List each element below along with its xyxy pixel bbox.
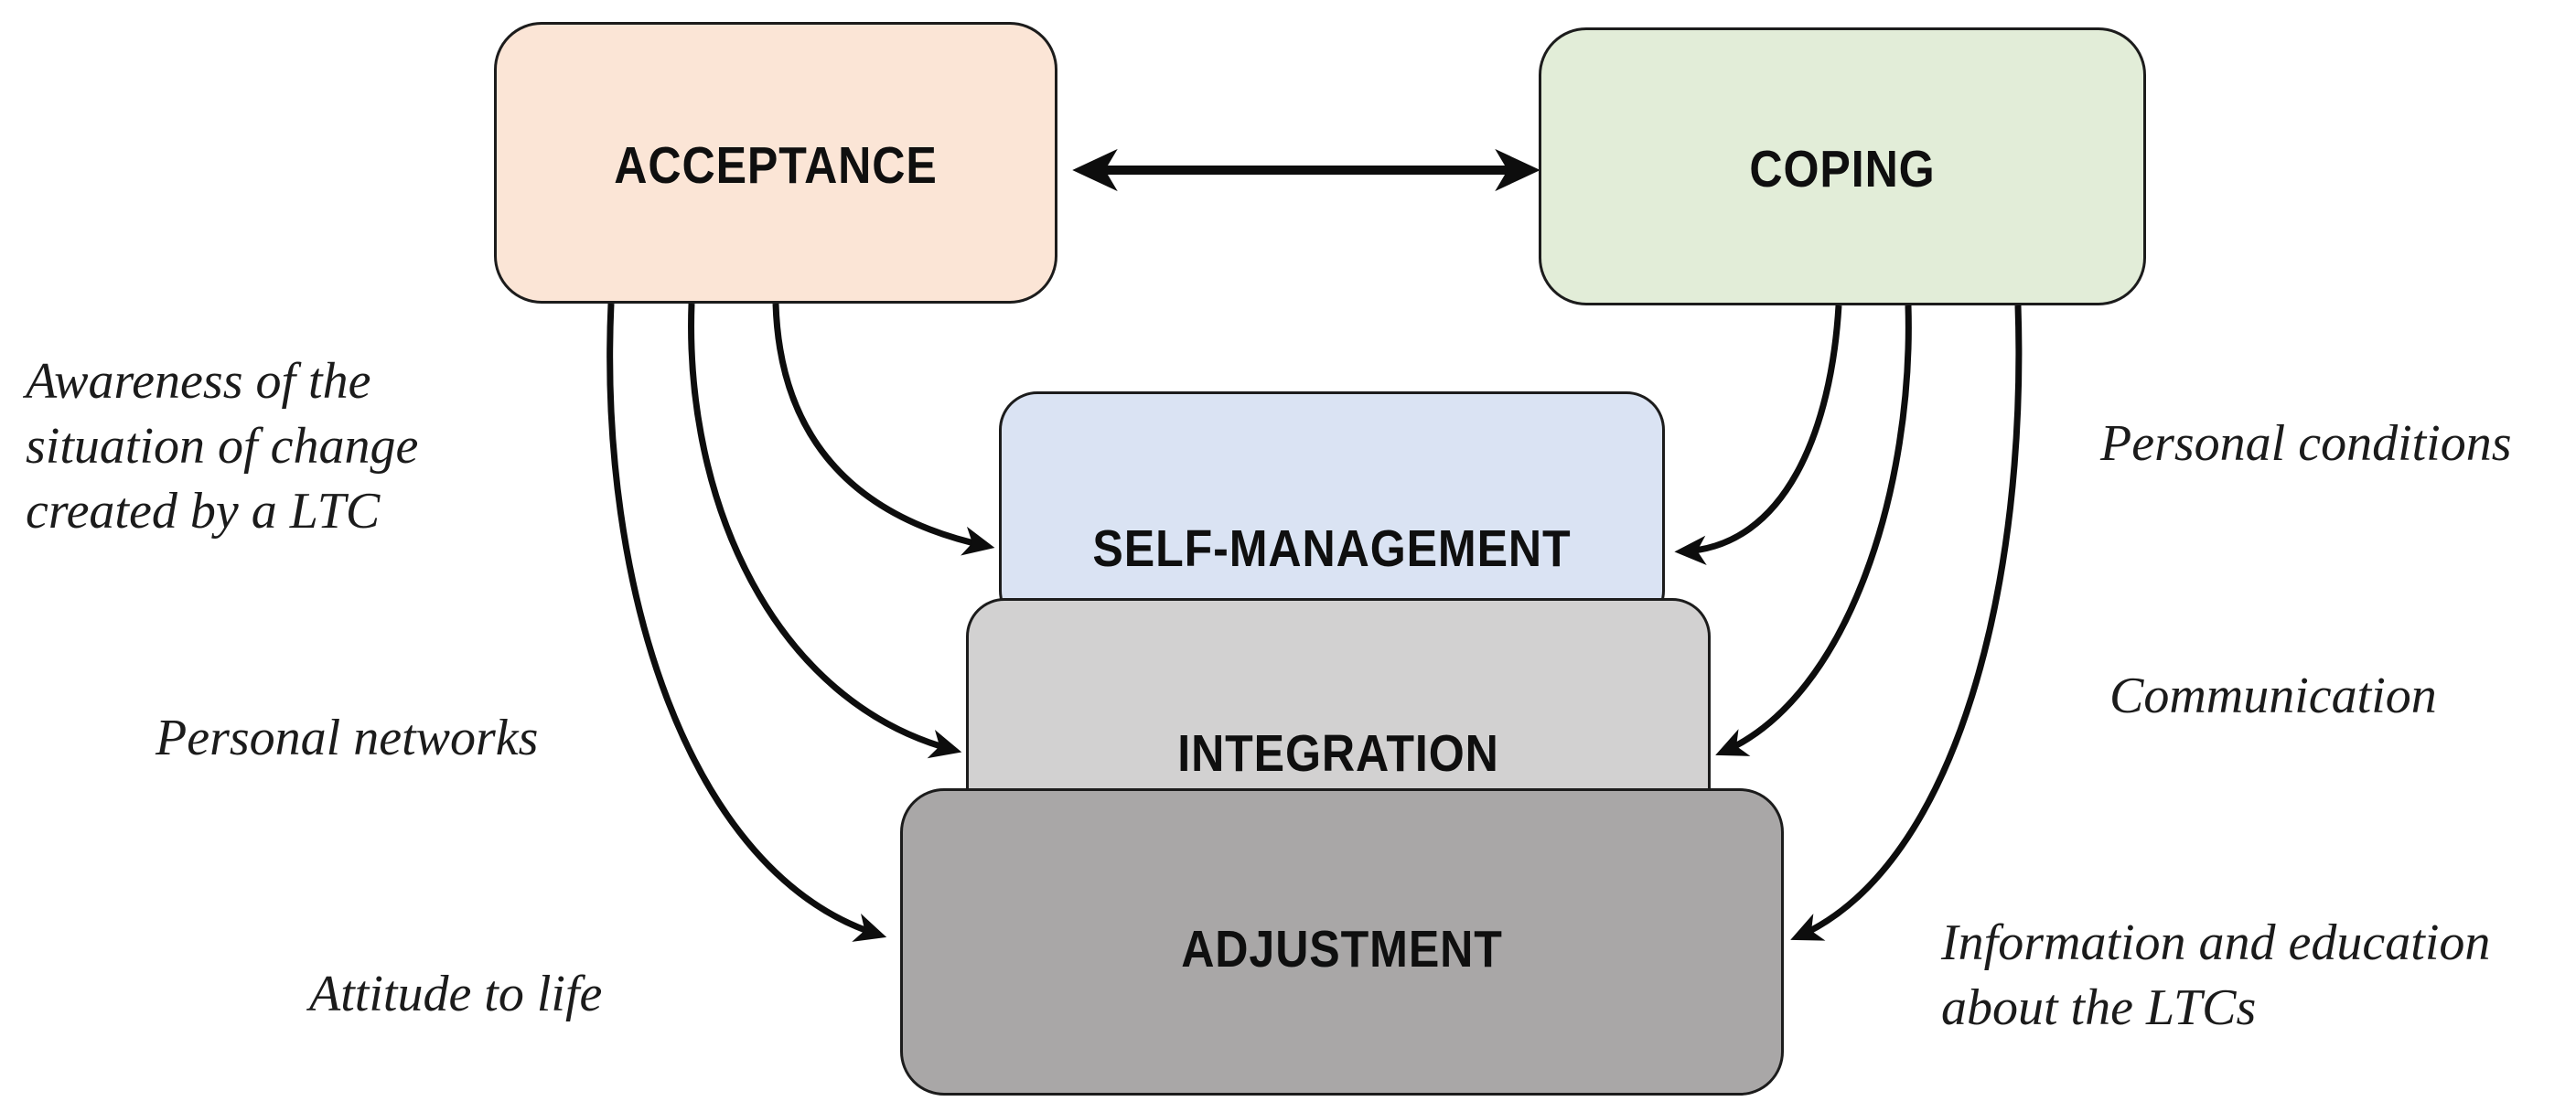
annotation-information-education: Information and education about the LTCs [1941, 911, 2490, 1041]
coping-label: COPING [1749, 140, 1936, 198]
arrow-coping-to-adjustment [1790, 305, 2023, 941]
acceptance-box: ACCEPTANCE [494, 22, 1057, 304]
annotation-awareness-line1: Awareness of the [26, 353, 371, 410]
annotation-personal-conditions: Personal conditions [2100, 415, 2512, 472]
annotation-communication: Communication [2109, 668, 2437, 724]
annotation-attitude-to-life: Attitude to life [309, 966, 603, 1022]
self-management-box: SELF-MANAGEMENT [999, 391, 1665, 629]
arrow-acceptance-to-integration [688, 303, 962, 759]
adjustment-label: ADJUSTMENT [1181, 920, 1503, 978]
coping-box: COPING [1539, 27, 2146, 305]
self-management-label: SELF-MANAGEMENT [1092, 519, 1572, 578]
integration-label: INTEGRATION [1177, 724, 1499, 783]
annotation-information-line2: about the LTCs [1941, 979, 2257, 1037]
arrow-coping-to-integration [1715, 305, 1912, 756]
acceptance-label: ACCEPTANCE [614, 136, 938, 195]
annotation-awareness-line2: situation of change [26, 418, 419, 476]
annotation-awareness-line3: created by a LTC [26, 483, 381, 540]
adjustment-box: ADJUSTMENT [900, 788, 1784, 1096]
annotation-personal-networks: Personal networks [156, 710, 539, 766]
annotation-awareness: Awareness of the situation of change cre… [26, 349, 418, 544]
arrow-coping-to-self-management [1674, 305, 1842, 566]
arrow-acceptance-to-self-management [772, 303, 995, 556]
annotation-information-line1: Information and education [1941, 914, 2491, 971]
arrow-acceptance-to-adjustment [606, 303, 887, 942]
